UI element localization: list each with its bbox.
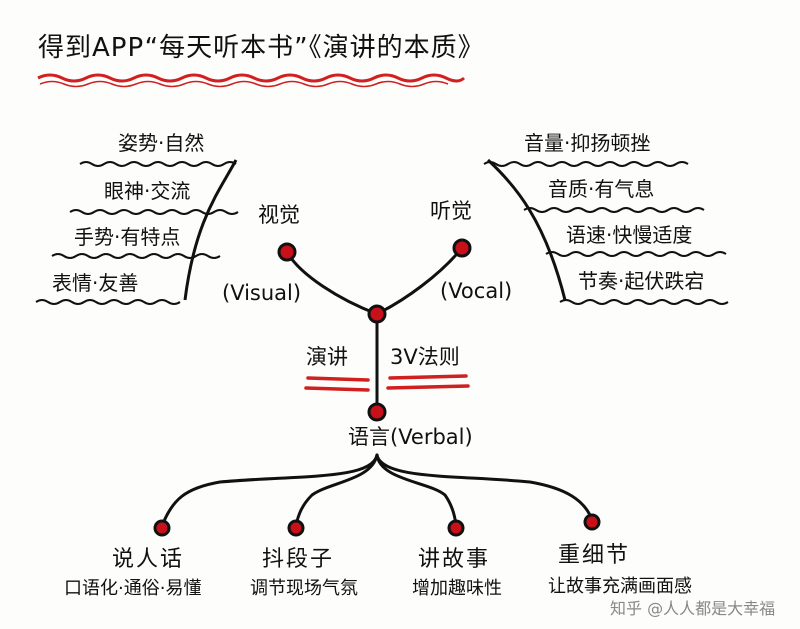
- verbal-label: 语言(Verbal): [348, 425, 473, 449]
- center-right-label: 3V法则: [390, 345, 460, 369]
- visual-wavy-lines: [35, 161, 239, 305]
- visual-item-gesture: 手势·有特点: [74, 225, 180, 249]
- branch-desc-2: 调节现场气氛: [250, 578, 358, 599]
- branch-desc-3: 增加趣味性: [412, 578, 502, 599]
- branch-dot-1: [153, 519, 171, 537]
- branch-title-3: 讲故事: [418, 547, 490, 572]
- center-red-underlines: [304, 374, 470, 392]
- vocal-wavy-lines: [483, 161, 729, 305]
- node-dots: [277, 238, 472, 422]
- watermark: 知乎 @人人都是大幸福: [610, 599, 775, 618]
- center-left-label: 演讲: [306, 345, 348, 369]
- visual-sublabel: (Visual): [222, 281, 301, 305]
- vocal-node-dot: [452, 238, 472, 258]
- visual-item-eye-contact: 眼神·交流: [104, 179, 190, 203]
- verbal-node-dot: [367, 402, 387, 422]
- branch-desc-1: 口语化·通俗·易懂: [64, 578, 201, 599]
- vocal-item-volume: 音量·抑扬顿挫: [524, 131, 650, 155]
- verbal-branches: [160, 453, 594, 528]
- title-underline-2: [39, 80, 449, 88]
- branch-desc-4: 让故事充满画面感: [548, 576, 692, 597]
- visual-divider-curve: [183, 159, 238, 301]
- title-underline: [37, 73, 466, 83]
- visual-item-posture: 姿势·自然: [118, 131, 204, 155]
- vocal-label: 听觉: [430, 199, 472, 223]
- vocal-sublabel: (Vocal): [440, 279, 512, 303]
- branch-title-2: 抖段子: [262, 547, 334, 572]
- center-node-dot: [367, 304, 387, 324]
- page-title: 得到APP“每天听本书”《演讲的本质》: [38, 33, 485, 63]
- branch-dot-4: [583, 513, 601, 531]
- vocal-item-speed: 语速·快慢适度: [566, 223, 692, 247]
- visual-item-expression: 表情·友善: [52, 271, 138, 295]
- vocal-item-rhythm: 节奏·起伏跌宕: [578, 269, 704, 293]
- vocal-item-voice-quality: 音质·有气息: [548, 177, 654, 201]
- branch-title-4: 重细节: [558, 543, 630, 568]
- branch-dot-2: [287, 519, 305, 537]
- branch-dots: [153, 513, 601, 537]
- visual-label: 视觉: [258, 203, 300, 227]
- visual-node-dot: [277, 242, 297, 262]
- vocal-divider-curve: [486, 158, 567, 301]
- branch-dot-3: [447, 519, 465, 537]
- branch-title-1: 说人话: [112, 547, 184, 572]
